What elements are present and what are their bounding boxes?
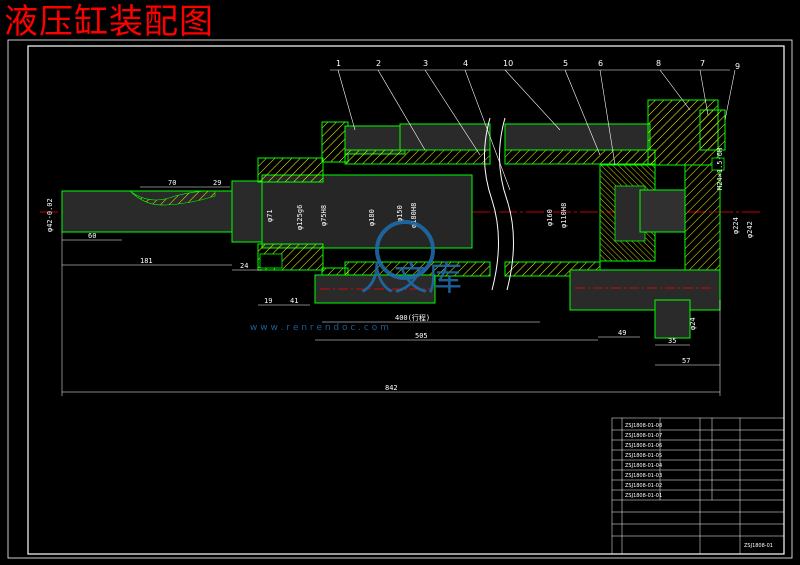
tb-row-3: ZSJ1808-01-06 bbox=[625, 443, 662, 449]
dim-phi180: φ180 bbox=[368, 209, 376, 226]
tb-row-8: ZSJ1808-01-01 bbox=[625, 493, 662, 499]
callout-1: 1 bbox=[336, 59, 341, 68]
dim-phi71: φ71 bbox=[266, 209, 274, 222]
piston bbox=[599, 164, 686, 262]
dim-phi160: φ160 bbox=[546, 209, 554, 226]
dim-19: 19 bbox=[264, 297, 272, 305]
dim-phi42: φ42-0.02 bbox=[46, 198, 54, 232]
cylinder-barrel bbox=[314, 117, 656, 304]
inner-frame bbox=[27, 45, 785, 555]
dim-60: 60 bbox=[88, 232, 96, 240]
callout-leaders bbox=[330, 69, 736, 191]
dim-phi125: φ125g6 bbox=[296, 205, 304, 230]
dim-phi150: φ150 bbox=[396, 205, 404, 222]
rear-end-cap bbox=[569, 99, 726, 339]
watermark: 人文库 w w w . r e n r e n d o c . c o m bbox=[250, 220, 462, 333]
title-block bbox=[611, 417, 785, 555]
dim-57: 57 bbox=[682, 357, 690, 365]
callout-9: 9 bbox=[735, 62, 740, 71]
watermark-text: 人文库 bbox=[360, 259, 462, 299]
tb-row-2: ZSJ1808-01-07 bbox=[625, 433, 662, 439]
dim-29: 29 bbox=[213, 179, 221, 187]
dim-phi180b: φ180H8 bbox=[410, 203, 418, 228]
dim-505: 505 bbox=[415, 332, 428, 340]
tb-row-1: ZSJ1808-01-08 bbox=[625, 423, 662, 429]
callout-8: 8 bbox=[656, 59, 661, 68]
dimension-lines bbox=[61, 186, 721, 396]
callout-3: 3 bbox=[423, 59, 428, 68]
callout-5: 5 bbox=[563, 59, 568, 68]
piston-rod bbox=[61, 174, 473, 249]
dim-phi224: φ224 bbox=[732, 217, 740, 234]
dim-70: 70 bbox=[168, 179, 176, 187]
callout-10: 10 bbox=[503, 59, 513, 68]
dim-thread: M24×1.5-6H bbox=[716, 148, 724, 190]
watermark-url: w w w . r e n r e n d o c . c o m bbox=[250, 323, 389, 333]
dim-400: 400(行程) bbox=[395, 313, 430, 322]
callout-6: 6 bbox=[598, 59, 603, 68]
callout-2: 2 bbox=[376, 59, 381, 68]
dim-49: 49 bbox=[618, 329, 626, 337]
tb-drawing-no: ZSJ1808-01 bbox=[744, 543, 773, 549]
dim-842: 842 bbox=[385, 384, 398, 392]
dim-35: 35 bbox=[668, 337, 676, 345]
dim-41: 41 bbox=[290, 297, 298, 305]
dim-phi110: φ110H8 bbox=[560, 203, 568, 228]
tb-row-7: ZSJ1808-01-02 bbox=[625, 483, 662, 489]
callout-4: 4 bbox=[463, 59, 468, 68]
title-block-rows: ZSJ1808-01-08 ZSJ1808-01-07 ZSJ1808-01-0… bbox=[625, 423, 773, 549]
dim-181: 181 bbox=[140, 257, 153, 265]
drawing-frame bbox=[7, 39, 793, 559]
dim-phi242: φ242 bbox=[746, 221, 754, 238]
tb-row-4: ZSJ1808-01-05 bbox=[625, 453, 662, 459]
tb-row-5: ZSJ1808-01-04 bbox=[625, 463, 662, 469]
dim-phi75: φ75H8 bbox=[320, 205, 328, 226]
page-title: 液压缸装配图 bbox=[4, 2, 214, 42]
dim-phi24: φ24 bbox=[689, 317, 697, 330]
callout-7: 7 bbox=[700, 59, 705, 68]
dim-24: 24 bbox=[240, 262, 248, 270]
tb-row-6: ZSJ1808-01-03 bbox=[625, 473, 662, 479]
